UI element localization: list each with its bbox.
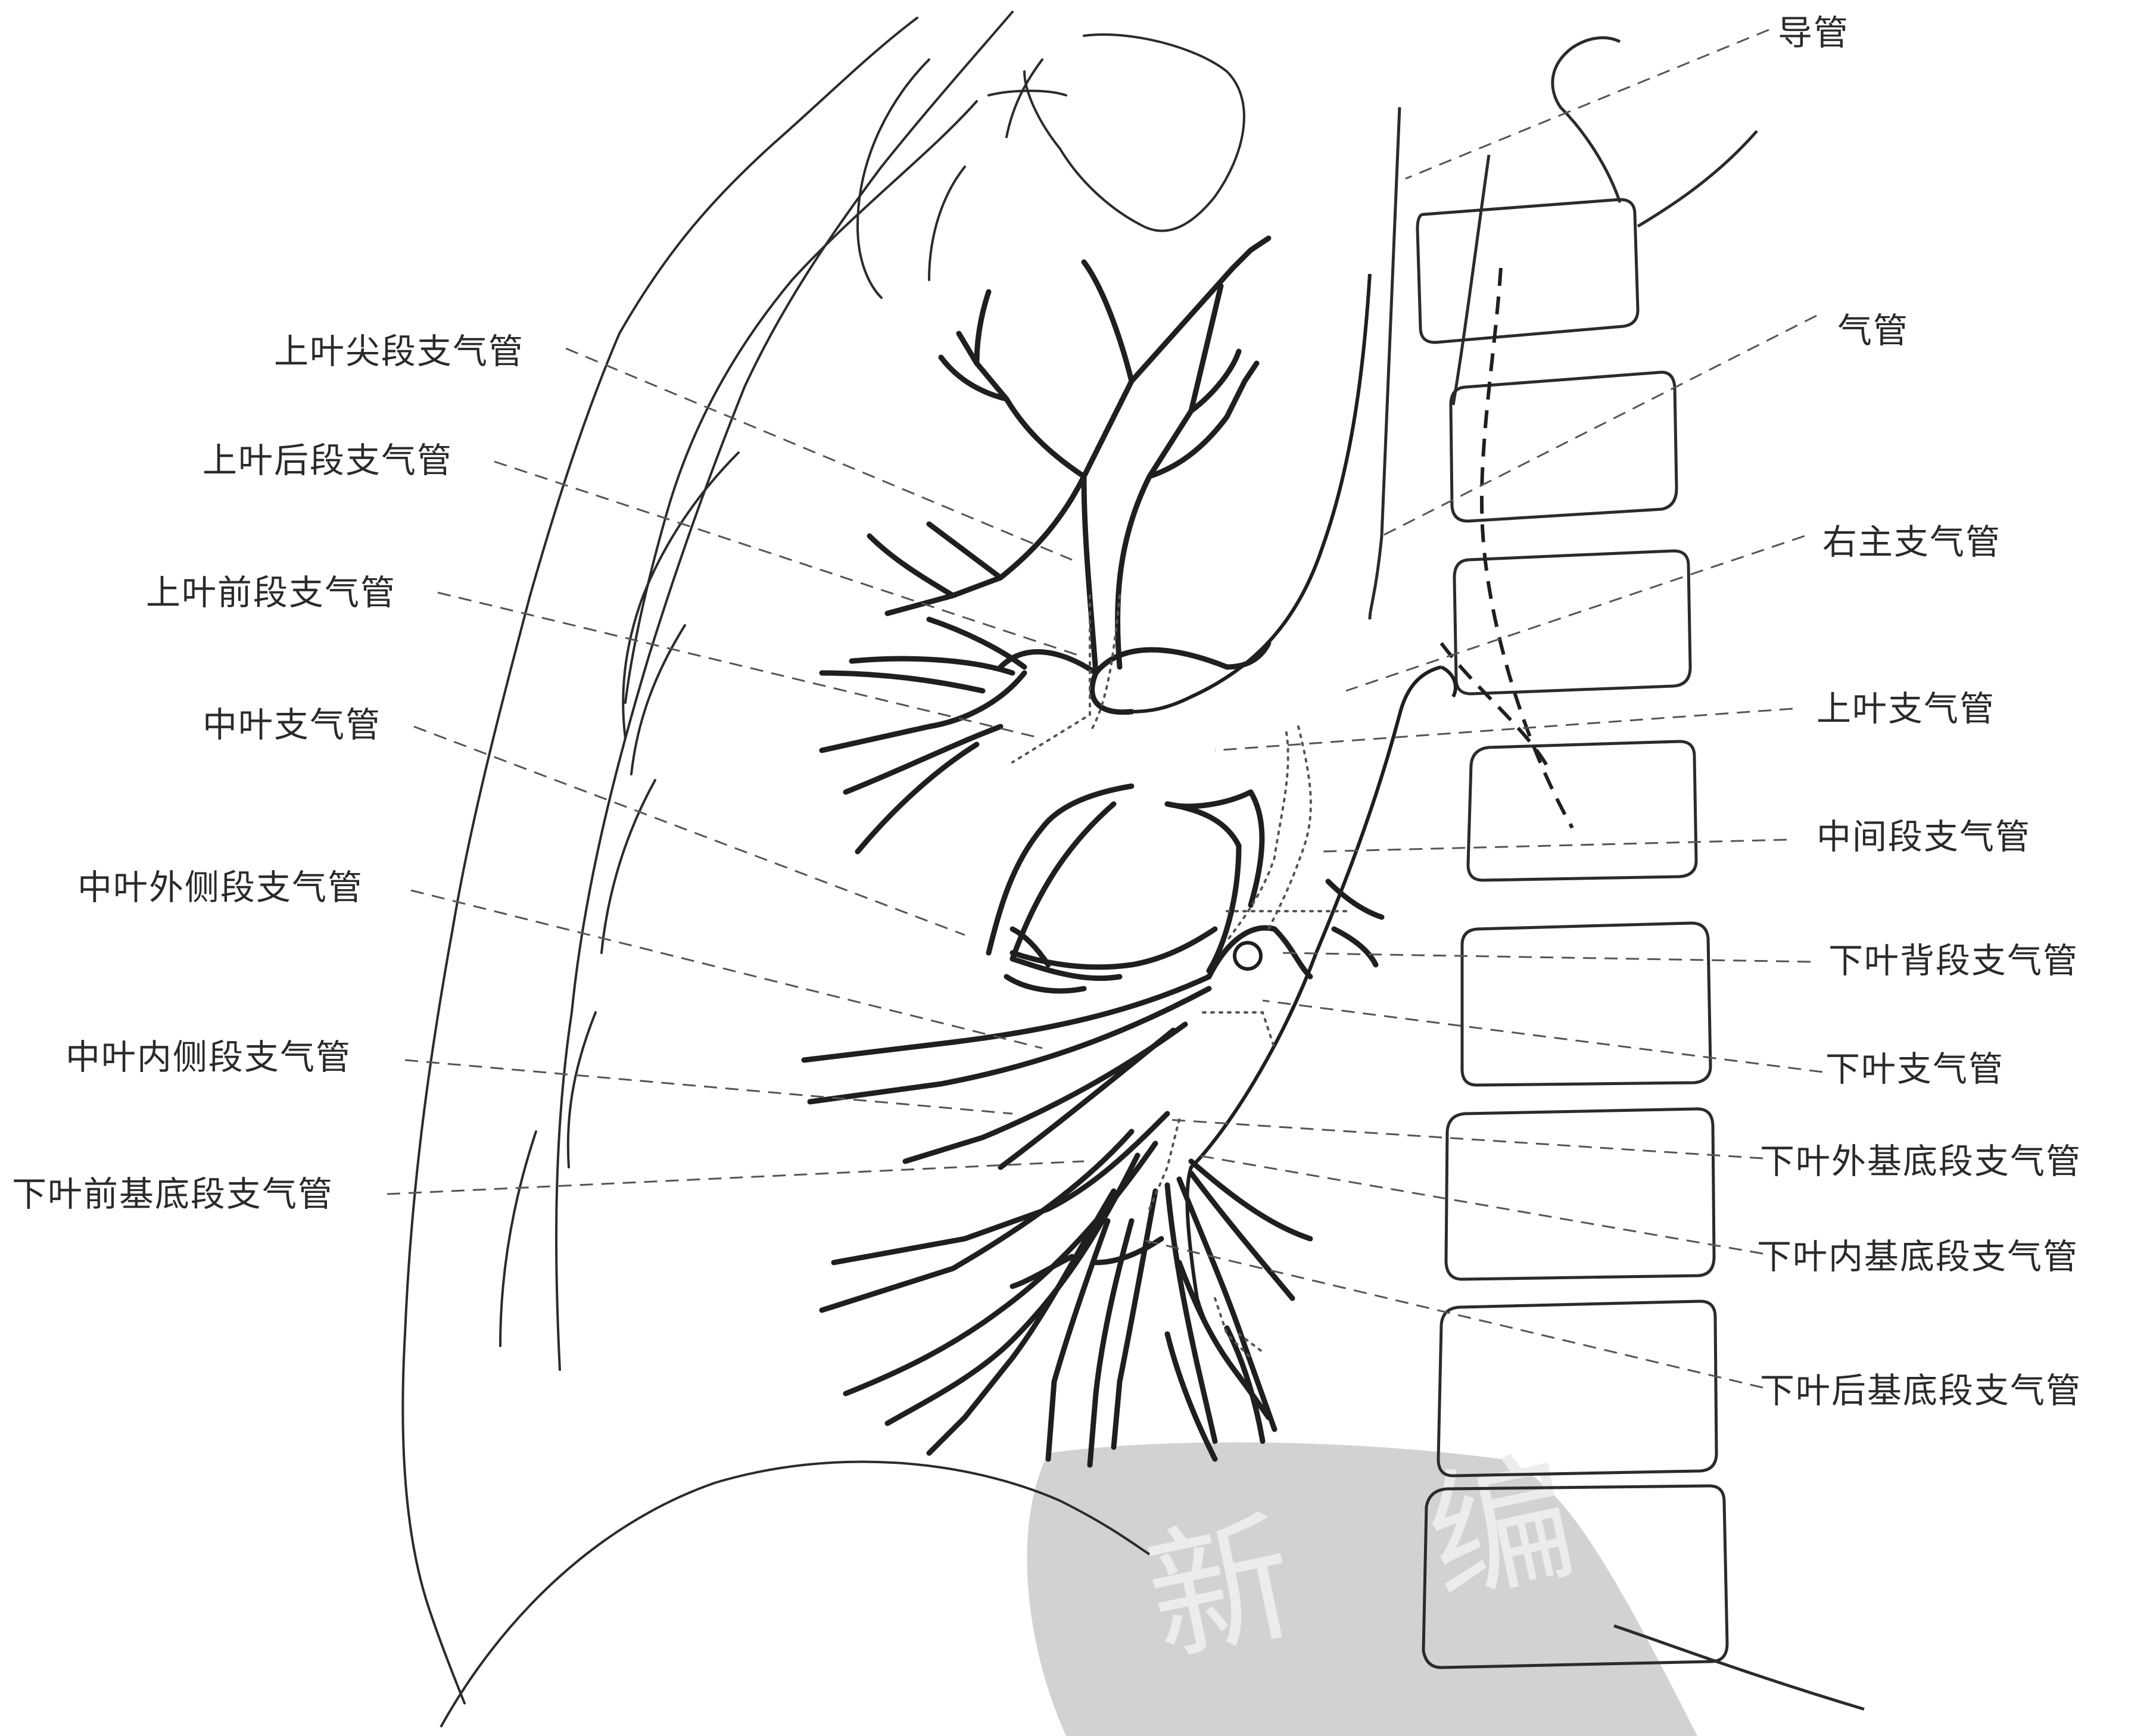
label-lower-lateral-basal-bronchus: 下叶外基底段支气管 bbox=[1760, 1140, 2082, 1182]
label-right-main-bronchus: 右主支气管 bbox=[1822, 521, 2001, 563]
vertebra-1 bbox=[1417, 200, 1638, 342]
vertebra-4 bbox=[1468, 741, 1696, 880]
label-upper-anterior-bronchus: 上叶前段支气管 bbox=[146, 572, 396, 613]
label-lower-lobe-bronchus: 下叶支气管 bbox=[1825, 1048, 2004, 1090]
label-middle-lobe-bronchus: 中叶支气管 bbox=[202, 704, 381, 746]
label-intermediate-bronchus: 中间段支气管 bbox=[1816, 816, 2031, 858]
vertebra-5 bbox=[1462, 923, 1710, 1085]
vertebra-6 bbox=[1446, 1109, 1714, 1279]
label-middle-medial-bronchus: 中叶内侧段支气管 bbox=[66, 1036, 351, 1078]
bronchus-ring bbox=[1235, 943, 1261, 969]
watermark-stamp: 新 编 bbox=[1027, 1433, 1697, 1736]
label-lower-anterior-basal-bronchus: 下叶前基底段支气管 bbox=[12, 1173, 334, 1215]
bronchial-tree bbox=[804, 238, 1382, 1465]
label-upper-apical-bronchus: 上叶尖段支气管 bbox=[274, 331, 524, 372]
dotted-contrast-outline bbox=[1012, 596, 1346, 1358]
label-upper-posterior-bronchus: 上叶后段支气管 bbox=[202, 440, 453, 481]
label-upper-lobe-bronchus: 上叶支气管 bbox=[1816, 688, 1995, 730]
label-middle-lateral-bronchus: 中叶外侧段支气管 bbox=[77, 867, 363, 908]
label-trachea: 气管 bbox=[1837, 310, 1909, 351]
label-lower-posterior-basal-bronchus: 下叶后基底段支气管 bbox=[1760, 1370, 2082, 1411]
label-catheter: 导管 bbox=[1778, 12, 1849, 54]
vertebra-3 bbox=[1454, 551, 1690, 694]
catheter-line bbox=[1370, 107, 1489, 619]
trachea-outline bbox=[1132, 274, 1456, 1394]
label-lower-superior-bronchus: 下叶背段支气管 bbox=[1828, 940, 2079, 981]
label-lower-medial-basal-bronchus: 下叶内基底段支气管 bbox=[1757, 1236, 2079, 1277]
